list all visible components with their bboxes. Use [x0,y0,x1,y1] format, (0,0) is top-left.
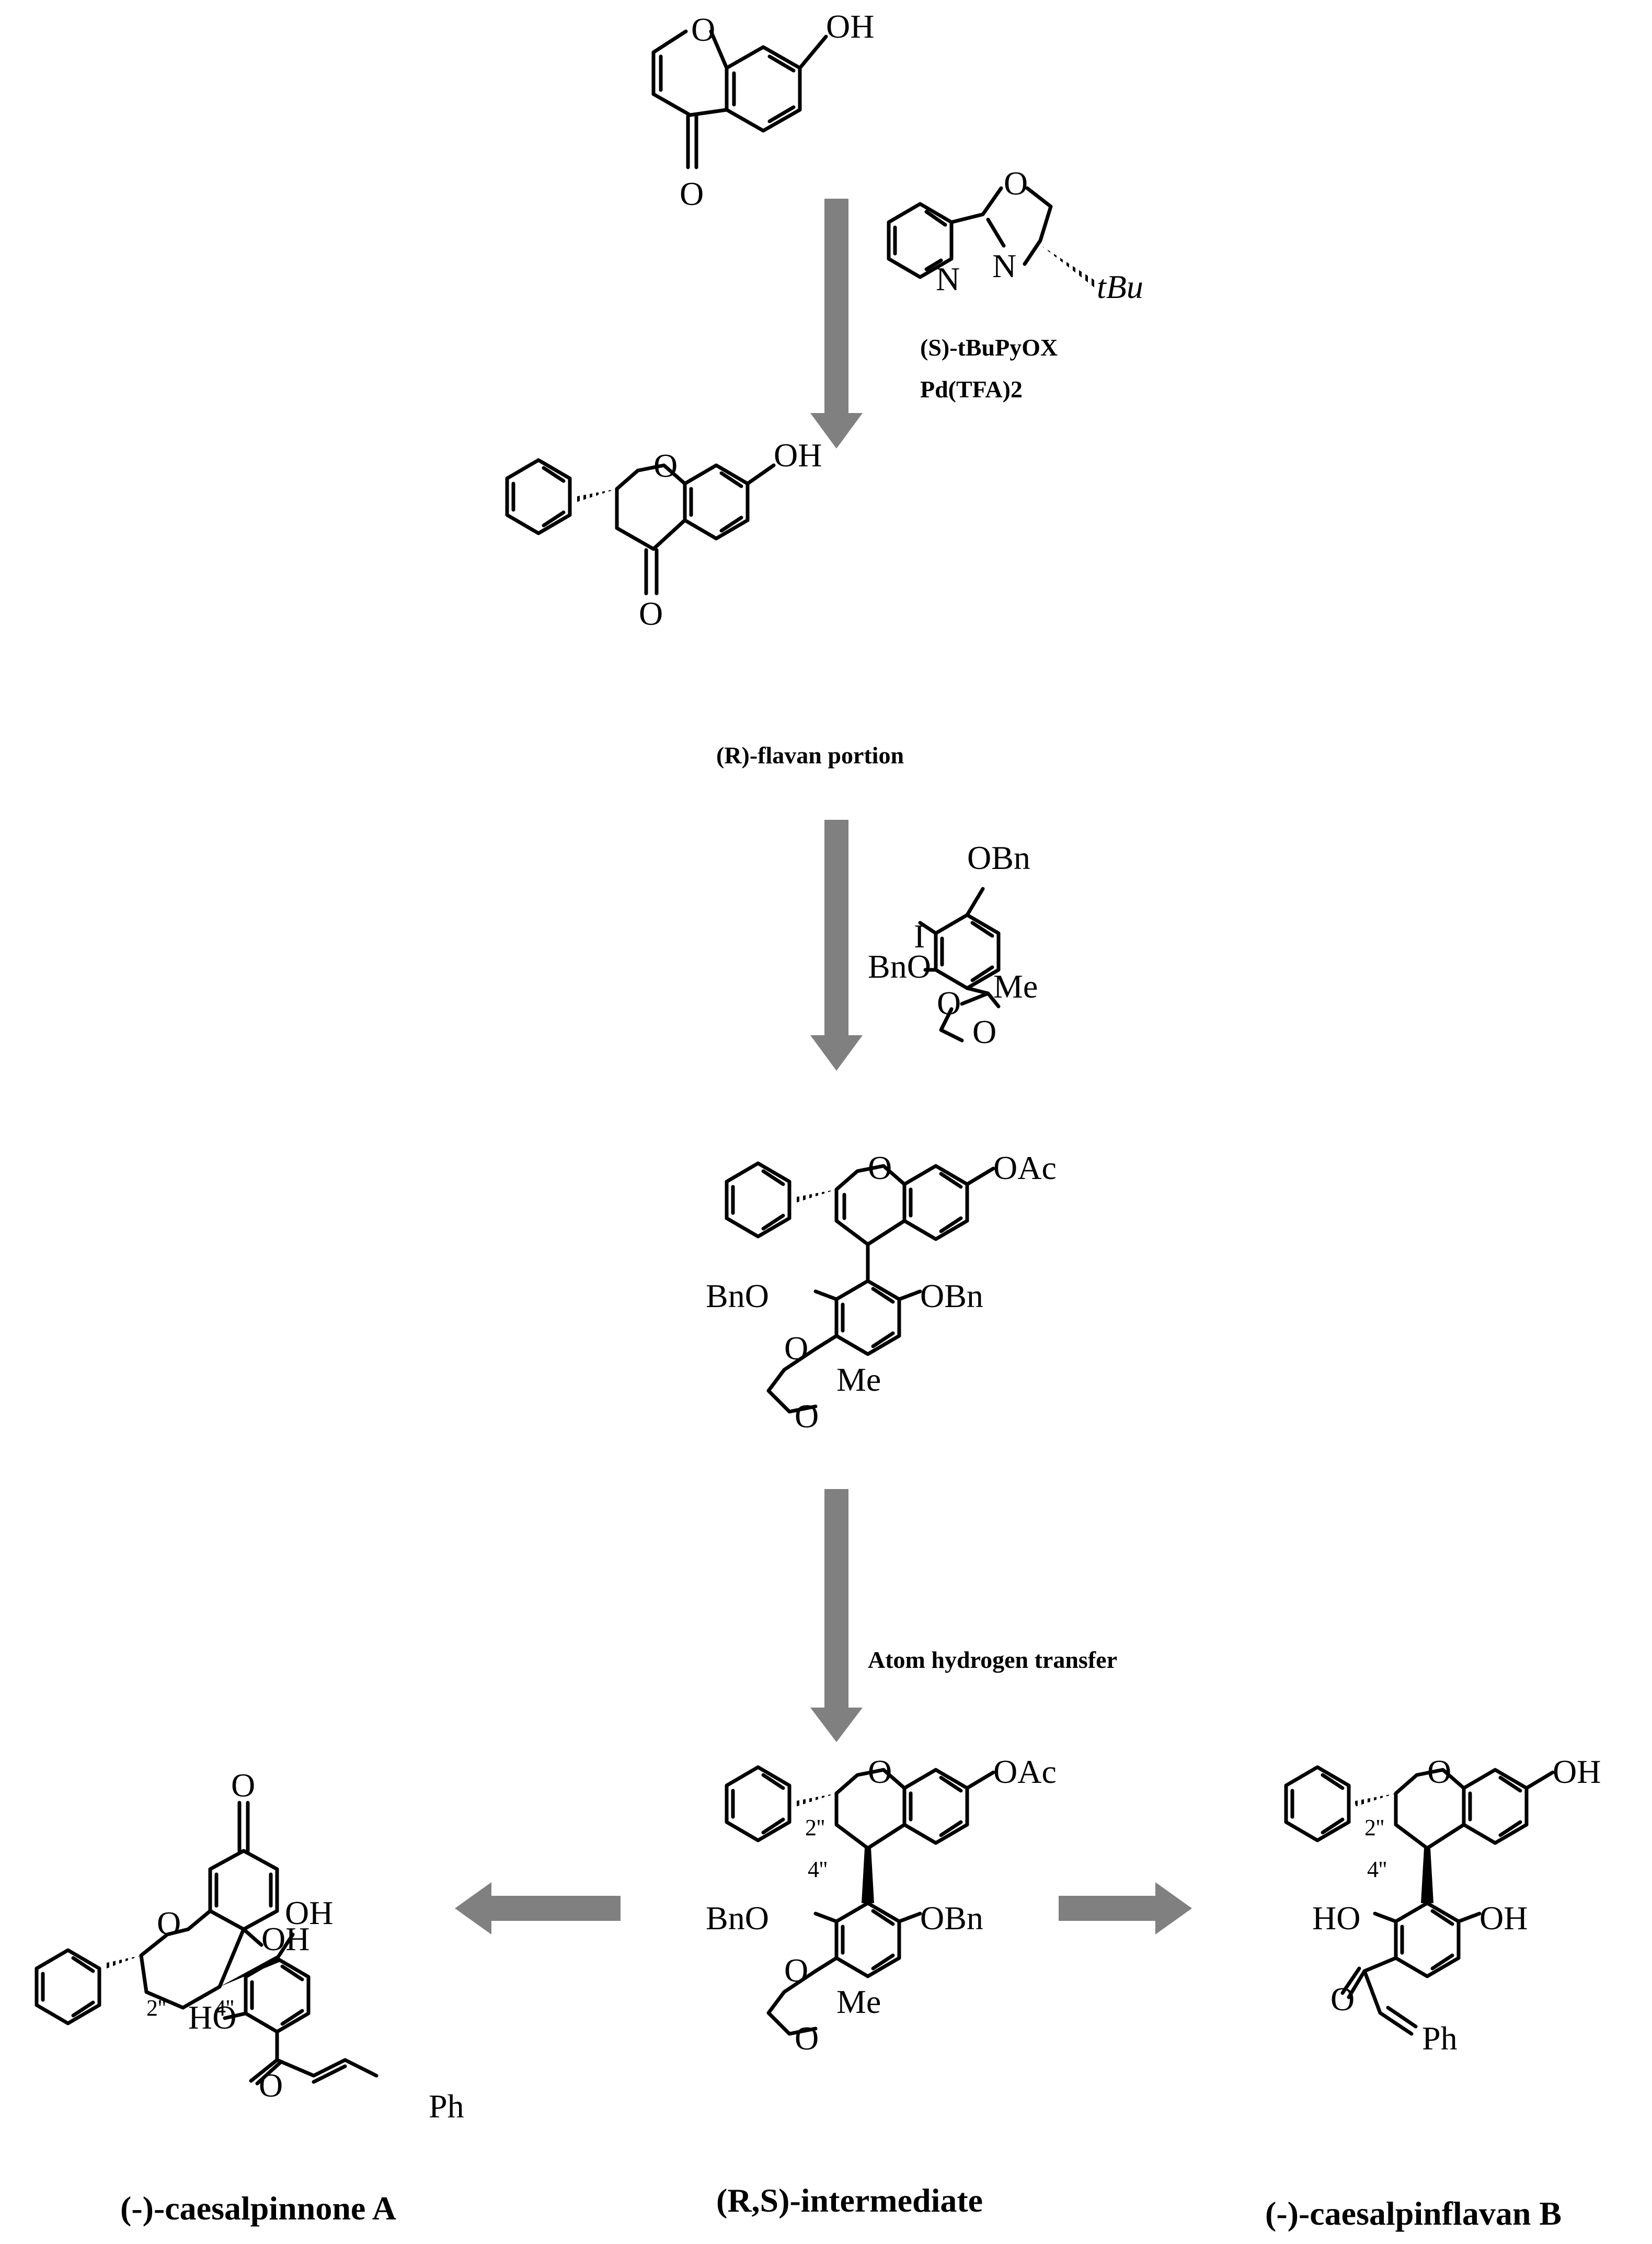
atom-oh-aryl: OH [285,1894,333,1931]
atom-o-ketone: O [1330,1980,1355,2018]
atom-oh-ring: OH [1553,1753,1601,1790]
locant-2: 2'' [1364,1815,1384,1840]
intermediate-name: (R,S)-intermediate [716,2182,983,2219]
atom-tbu: tBu [1097,268,1143,305]
tbupyox-ligand-structure: N O N tBu [887,165,1143,305]
caesalpinflavan-structure: O OH 2'' 4'' HO OH O Ph [1284,1753,1601,2057]
locant-4: 4'' [214,1995,234,2021]
arrow-to-caesalpinnone [455,1882,621,1934]
reagent-metal-label: Pd(TFA)2 [920,376,1023,403]
atom-ph: Ph [1422,2020,1458,2057]
atom-o-enone: O [231,1767,255,1804]
rs-intermediate-structure: O OAc 2'' 4'' BnO OBn O Me O [706,1753,1057,2057]
locant-2: 2'' [805,1815,825,1840]
atom-o-ring: O [653,447,678,484]
atom-n-pyridine: N [936,260,960,297]
atom-o-ring: O [157,1905,181,1942]
atom-o-carbonyl: O [639,595,663,632]
arrow-to-caesalpinflavan [1059,1882,1192,1934]
atom-oh-aryl: OH [1479,1899,1528,1937]
aryl-iodide-structure: OBn I BnO Me O O [868,839,1038,1050]
atom-o-dioxolane-2: O [795,2020,819,2057]
atom-oh: OH [826,8,874,45]
atom-ho: HO [188,1999,236,2036]
caesalpinflavan-name: (-)-caesalpinflavan B [1265,2195,1562,2232]
atom-o-carbonyl: O [680,175,704,212]
locant-2: 2'' [146,1995,166,2021]
atom-o-dioxolane-1: O [784,1952,808,1989]
atom-oh: OH [774,437,822,474]
atom-o-dioxolane-1: O [937,984,961,1022]
atom-bno: BnO [868,948,931,985]
flavanone-structure: O OH O [505,437,822,632]
atom-obn-top: OBn [967,839,1030,876]
atom-ph: Ph [429,2088,464,2125]
atom-n-oxazoline: N [992,247,1016,284]
atom-o-oxazoline: O [1004,165,1028,202]
locant-4: 4'' [808,1857,828,1882]
arrow-step1 [810,199,863,449]
caesalpinnone-name: (-)-caesalpinnone A [120,2190,396,2227]
atom-bno: BnO [706,1899,769,1937]
reagent-ligand-label: (S)-tBuPyOX [920,334,1058,361]
atom-o-dioxolane-2: O [795,1398,819,1435]
arrow-step2 [810,820,863,1071]
arrow-step3 [810,1489,863,1742]
coupled-flavene-structure: O OAc BnO OBn O Me O [706,1149,1057,1435]
atom-me: Me [836,1361,881,1398]
locant-4: 4'' [1367,1857,1387,1882]
atom-obn: OBn [920,1277,983,1314]
atom-o-ketone: O [259,2067,283,2104]
flavan-name: (R)-flavan portion [716,742,904,769]
hydroxychromone-structure: O OH O [651,8,874,212]
atom-o-dioxolane-1: O [784,1330,808,1367]
reagent-step3-label: Atom hydrogen transfer [868,1646,1117,1673]
atom-oac: OAc [993,1753,1057,1790]
atom-me: Me [993,968,1038,1005]
atom-o-dioxolane-2: O [972,1013,996,1050]
atom-o-ring: O [691,11,715,48]
atom-oac: OAc [993,1149,1057,1186]
atom-o-ring: O [1427,1753,1451,1790]
atom-oh-spiro: OH [261,1920,309,1957]
atom-obn: OBn [920,1899,983,1937]
atom-me: Me [836,1983,881,2020]
atom-o-ring: O [868,1753,892,1790]
atom-o-ring: O [868,1149,892,1186]
caesalpinnone-structure: O O OH OH 2'' 4'' HO O Ph [35,1767,464,2125]
atom-bno: BnO [706,1277,769,1314]
atom-iodine: I [914,918,925,955]
atom-ho: HO [1312,1899,1360,1937]
